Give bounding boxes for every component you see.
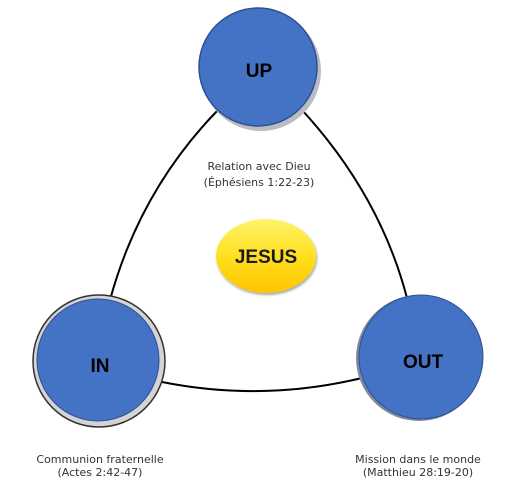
arc-in-out — [161, 377, 363, 393]
node-up-circle — [198, 7, 318, 127]
node-out-circle — [358, 294, 484, 420]
caption-up-line2: (Éphésiens 1:22-23) — [204, 176, 315, 189]
center-label: JESUS — [235, 247, 297, 268]
node-in-label: IN — [91, 356, 110, 377]
caption-up: Relation avec Dieu (Éphésiens 1:22-23) — [204, 160, 315, 189]
arc-up-out — [301, 109, 408, 299]
node-in: IN — [32, 294, 166, 428]
caption-in-line2: (Actes 2:42-47) — [58, 466, 143, 479]
caption-in: Communion fraternelle (Actes 2:42-47) — [36, 453, 163, 479]
center-oval — [216, 219, 316, 293]
node-up-label: UP — [246, 61, 273, 82]
node-up: UP — [198, 7, 321, 131]
caption-out-line1: Mission dans le monde — [355, 453, 481, 466]
connector-lines — [109, 109, 408, 393]
caption-out-line2: (Matthieu 28:19-20) — [363, 466, 473, 479]
center-jesus: JESUS — [216, 219, 316, 293]
node-out: OUT — [356, 294, 484, 421]
caption-out: Mission dans le monde (Matthieu 28:19-20… — [355, 453, 481, 479]
node-in-circle — [36, 298, 160, 422]
arc-up-in — [109, 109, 219, 301]
node-out-label: OUT — [403, 352, 444, 373]
caption-in-line1: Communion fraternelle — [36, 453, 163, 466]
caption-up-line1: Relation avec Dieu — [207, 160, 310, 173]
